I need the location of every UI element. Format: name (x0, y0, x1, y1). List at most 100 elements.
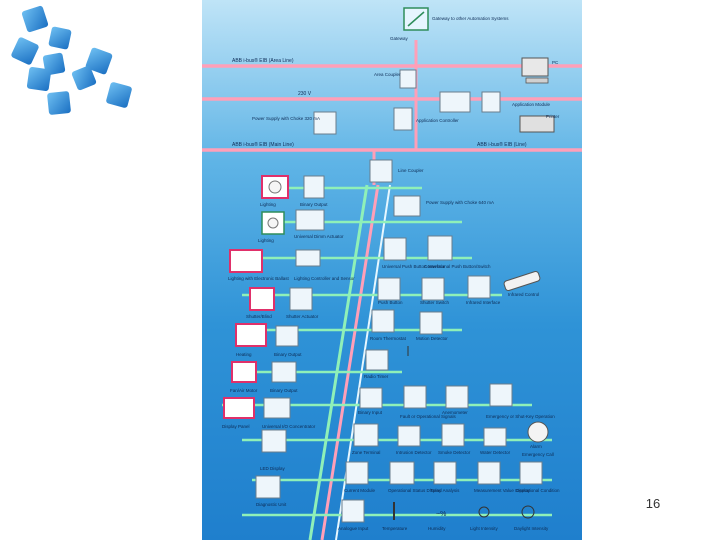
shutter-switch-device: Shutter Switch (420, 277, 450, 305)
device-label: Radio Timer (364, 374, 389, 379)
infrared-remote-icon: Infrared Control (503, 270, 541, 297)
device-label: Area Coupler (374, 72, 401, 77)
humidity-icon: ~% (436, 511, 446, 518)
device-label: Humidity (428, 526, 446, 531)
device-label: Binary Output (274, 352, 302, 357)
device-label: Binary Input (358, 410, 383, 415)
cube (11, 37, 39, 65)
device-label: Daylight Intensity (514, 526, 549, 531)
smoke-detector-device: Smoke Detector (438, 423, 471, 455)
device-label: Infrared Interface (466, 300, 501, 305)
device-label: Power Supply with Choke 320 mA (252, 116, 320, 121)
pc-icon: PC (521, 57, 559, 84)
analogue-input-device: Analogue Input (338, 499, 369, 531)
device-label: Conventional Push Button/Switch (424, 264, 491, 269)
main-line-label: ABB i-bus® EIB (Main Line) (232, 141, 294, 148)
binary-output-device: Binary Output (300, 175, 328, 207)
lighting-device: Lighting (260, 175, 289, 207)
shutter-blind-device: Shutter/Blind (246, 287, 275, 319)
device-label: Measurement Value Display (474, 488, 531, 493)
operational-condition-device: Operational Condition (516, 461, 560, 493)
device-label: Motion Detector (416, 336, 448, 341)
led-display-device: LED Display (260, 429, 287, 471)
cube (47, 91, 71, 115)
io-concentrator-device: Universal I/O Concentrator (262, 397, 316, 429)
shutter-actuator-device: Shutter Actuator (286, 287, 319, 319)
zone-terminal-device: Zone Terminal (352, 423, 380, 455)
device-label: LED Display (260, 466, 286, 471)
fan-air-motor-device: Fan/Air Motor (230, 361, 258, 393)
push-button-device: Push Button (377, 277, 403, 305)
device-label: Operational Status Display (388, 488, 442, 493)
trend-analysis-device: Trend Analysis (430, 461, 460, 493)
device-label: Emergency Call (522, 452, 554, 457)
anemometer-device: Anemometer (442, 385, 469, 415)
device-label: Shutter Switch (420, 300, 450, 305)
humidity-sensor-device: ~% Humidity (428, 511, 446, 531)
device-label: Operational Condition (516, 488, 560, 493)
line-label: ABB i-bus® EIB (Line) (477, 141, 527, 148)
radio-timer-device: Radio Timer (364, 346, 409, 379)
device-label: Current Module (344, 488, 376, 493)
device-label: Smoke Detector (438, 450, 471, 455)
light-intensity-sensor-device: Light Intensity (470, 506, 499, 531)
display-panel-device: Display Panel (222, 397, 255, 429)
device-label: PC (552, 60, 559, 65)
measurement-display-device: Measurement Value Display (474, 461, 531, 493)
eib-network-diagram: ABB i-bus® EIB (Area Line) 230 V ABB i-b… (202, 0, 582, 540)
device-label: Power Supply with Choke 640 mA (426, 200, 494, 205)
cube (48, 26, 72, 50)
device-label: Diagnostic Unit (256, 502, 287, 507)
slide-number: 16 (645, 496, 661, 511)
device-label: Line Coupler (398, 168, 424, 173)
device-label: Trend Analysis (430, 488, 460, 493)
diagnostic-unit-device: Diagnostic Unit (255, 475, 287, 507)
device-label: Printer (546, 114, 560, 119)
device-label: Universal Push Button Interface (382, 264, 446, 269)
device-label: Push Button (378, 300, 403, 305)
diagram-canvas: ABB i-bus® EIB (Area Line) 230 V ABB i-b… (202, 7, 582, 540)
line-coupler-device: Line Coupler (369, 159, 424, 183)
lighting-ballast-device: Lighting with Electronic Ballast (228, 249, 290, 281)
device-label: Room Thermostat (370, 336, 407, 341)
device-label: Binary Output (300, 202, 328, 207)
device-label: Lighting (260, 202, 276, 207)
binary-output-device: Binary Output (274, 325, 302, 357)
push-button-interface-device: Universal Push Button Interface (382, 237, 446, 269)
device-label: Fan/Air Motor (230, 388, 258, 393)
cube (71, 65, 97, 91)
device-label: Temperature (382, 526, 408, 531)
fault-signals-device: Fault or Operational Signals (400, 385, 457, 419)
device-label: Fault or Operational Signals (400, 414, 457, 419)
device-label: Lighting (258, 238, 274, 243)
device-label: Universal I/O Concentrator (262, 424, 316, 429)
area-line-label: ABB i-bus® EIB (Area Line) (232, 57, 294, 64)
device-label: Binary Output (270, 388, 298, 393)
device-label: Application Controller (416, 118, 459, 123)
lighting-device: Lighting (258, 211, 285, 243)
cube (106, 82, 132, 108)
power-line-label: 230 V (298, 91, 312, 97)
heating-device: Heating (235, 323, 267, 357)
intrusion-detector-device: Intrusion Detector (396, 425, 432, 455)
area-coupler-device: Area Coupler (374, 69, 417, 89)
lighting-controller-device: Lighting Controller and Sensor (294, 249, 355, 281)
gateway-automation-device: Gateway to other Automation Systems (403, 7, 509, 31)
temperature-sensor-device: Temperature (382, 502, 408, 531)
device-label: Heating (236, 352, 252, 357)
binary-output-device: Binary Output (270, 361, 298, 393)
blue-cubes-logo (11, 5, 132, 115)
application-controller-device: Application Controller (393, 107, 459, 131)
device-label: Emergency or Shut-Key Operation (486, 414, 555, 419)
dimm-actuator-device: Universal Dimm Actuator (294, 209, 344, 239)
device-label: Gateway to other Automation Systems (432, 16, 509, 21)
device-label: Universal Dimm Actuator (294, 234, 344, 239)
device-label: Alarm (530, 444, 542, 449)
device-label: Display Panel (222, 424, 250, 429)
binary-input-device: Binary Input (358, 387, 383, 415)
device-label: Intrusion Detector (396, 450, 432, 455)
device-label: Gateway (390, 36, 409, 41)
cube (85, 47, 113, 75)
water-detector-device: Water Detector (480, 427, 511, 455)
current-module-device: Current Module (344, 461, 376, 493)
